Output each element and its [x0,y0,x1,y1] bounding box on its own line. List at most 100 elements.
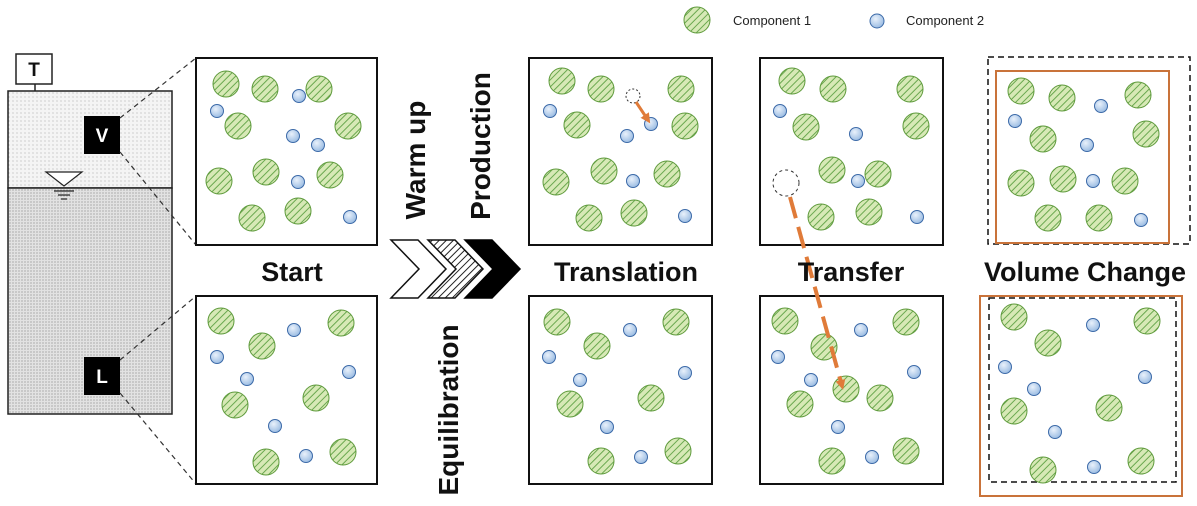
component1-molecule [238,204,266,232]
component1-molecule [583,332,611,360]
translation-old-position [625,88,641,104]
component2-molecule [678,366,692,380]
component1-molecule [548,67,576,95]
component2-molecule [865,450,879,464]
component2-molecule [299,449,313,463]
component2-molecule [623,323,637,337]
start-title: Start [261,257,323,287]
component2-molecule [910,210,924,224]
component2-molecule [286,129,300,143]
component1-molecule [543,308,571,336]
component1-molecule [542,168,570,196]
vessel: T V L [7,53,173,415]
component2-molecule [542,350,556,364]
transfer-title: Transfer [798,257,905,287]
component1-molecule [556,390,584,418]
component1-molecule [563,111,591,139]
component2-molecule [343,210,357,224]
translation-liquid-panel [528,295,713,485]
component2-legend-icon [869,13,885,29]
component1-molecule [819,75,847,103]
component1-molecule [807,203,835,231]
warmup-chevron [389,239,448,299]
component1-molecule [1095,394,1123,422]
component1-molecule [1029,456,1057,484]
component2-molecule [773,104,787,118]
component1-molecule [786,390,814,418]
component1-molecule [1049,165,1077,193]
component2-molecule [851,174,865,188]
component1-molecule [1034,329,1062,357]
component1-molecule [1127,447,1155,475]
component2-molecule [600,420,614,434]
volume-change-title: Volume Change [984,257,1186,287]
component2-molecule [804,373,818,387]
component1-molecule [662,308,690,336]
component1-molecule [251,75,279,103]
component1-molecule [637,384,665,412]
component1-molecule [620,199,648,227]
component1-legend-icon [683,6,711,34]
component1-molecule [587,75,615,103]
molecules [205,67,1161,484]
temperature-box [15,53,53,85]
component1-molecule [207,307,235,335]
component1-molecule [302,384,330,412]
transfer-vapor-panel [759,57,944,246]
component2-molecule [210,350,224,364]
component2-molecule [854,323,868,337]
volume-change-panels [979,56,1191,497]
component1-molecule [671,112,699,140]
component1-molecule [664,437,692,465]
production-chevron [463,239,522,299]
component1-molecule [778,67,806,95]
component1-molecule [205,167,233,195]
translation-vapor-panel [528,57,713,246]
component1-molecule [305,75,333,103]
component1-molecule [832,375,860,403]
component1-molecule [329,438,357,466]
component1-molecule [1133,307,1161,335]
transfer-arrow [788,196,846,390]
component2-molecule [1094,99,1108,113]
component2-molecule [1134,213,1148,227]
component1-molecule [866,384,894,412]
component1-molecule [221,391,249,419]
component2-molecule [831,420,845,434]
component1-molecule [590,157,618,185]
component1-molecule [212,70,240,98]
translation-move [625,88,651,124]
component1-molecule [818,447,846,475]
component2-molecule [210,104,224,118]
component1-molecule [892,308,920,336]
component1-molecule [771,307,799,335]
component1-molecule [284,197,312,225]
equilibration-label: Equilibration [433,324,464,495]
component1-molecule [1124,81,1152,109]
start-vapor-panel [195,57,378,246]
component1-molecule [855,198,883,226]
component2-molecule [240,372,254,386]
translation-title: Translation [554,257,698,287]
component2-molecule [998,360,1012,374]
component1-molecule [864,160,892,188]
component1-molecule [810,333,838,361]
zoom-lines [119,57,197,485]
component2-molecule [543,104,557,118]
component1-molecule [1034,204,1062,232]
component1-molecule [1029,125,1057,153]
transfer-old-position [772,169,800,197]
component2-molecule [287,323,301,337]
component1-molecule [667,75,695,103]
component2-molecule [311,138,325,152]
component2-molecule [1086,174,1100,188]
volume-liquid-old-boundary [988,297,1177,483]
component1-molecule [1132,120,1160,148]
component2-molecule [620,129,634,143]
component1-molecule [896,75,924,103]
component2-molecule [1008,114,1022,128]
component1-molecule [575,204,603,232]
component2-molecule [342,365,356,379]
